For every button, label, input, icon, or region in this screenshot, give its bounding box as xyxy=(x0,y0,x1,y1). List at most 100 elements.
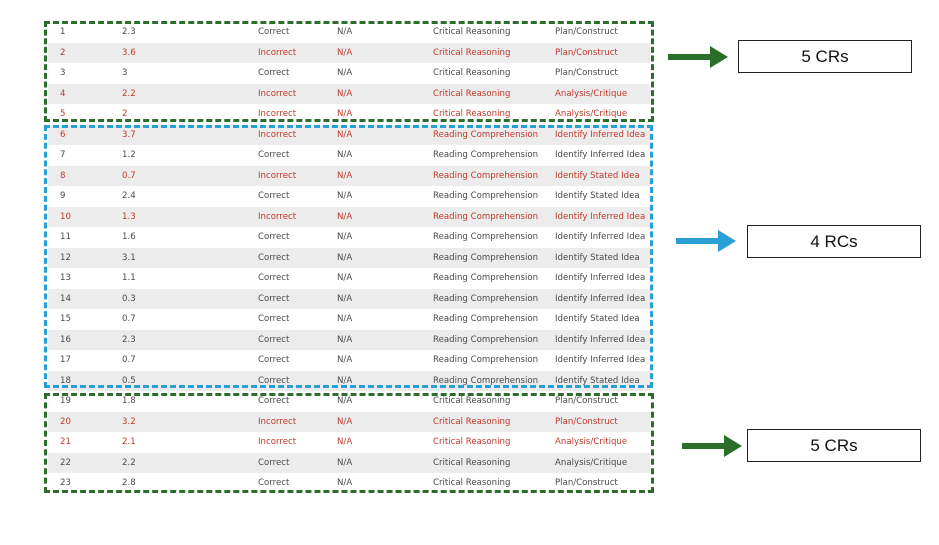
question-subtype-cell: Identify Stated Idea xyxy=(555,252,640,263)
na-cell: N/A xyxy=(337,191,353,201)
question-type-cell: Reading Comprehension xyxy=(433,334,539,345)
na-cell: N/A xyxy=(337,150,353,160)
value-cell: 2 xyxy=(122,109,128,119)
question-type-cell: Reading Comprehension xyxy=(433,150,539,160)
value-cell: 0.7 xyxy=(122,170,136,181)
question-subtype-cell: Analysis/Critique xyxy=(555,457,628,468)
value-cell: 2.2 xyxy=(122,88,136,99)
na-cell: N/A xyxy=(337,457,353,468)
question-number-cell: 11 xyxy=(60,232,71,242)
question-number-cell: 7 xyxy=(60,150,66,160)
question-type-cell: Reading Comprehension xyxy=(433,293,539,304)
value-cell: 3 xyxy=(122,68,128,78)
na-cell: N/A xyxy=(337,396,353,406)
question-number-cell: 6 xyxy=(60,129,66,140)
question-type-cell: Critical Reasoning xyxy=(433,88,511,99)
top-callout: 5 CRs xyxy=(738,40,912,73)
question-number-cell: 2 xyxy=(60,47,66,58)
question-number-cell: 17 xyxy=(60,355,71,365)
question-number-cell: 10 xyxy=(60,211,71,222)
na-cell: N/A xyxy=(337,88,353,99)
result-cell: Incorrect xyxy=(258,129,297,140)
question-type-cell: Critical Reasoning xyxy=(433,68,511,78)
result-cell: Correct xyxy=(258,314,290,324)
bottom-callout-label: 5 CRs xyxy=(810,435,858,455)
na-cell: N/A xyxy=(337,375,353,386)
result-cell: Correct xyxy=(258,375,290,386)
question-type-cell: Reading Comprehension xyxy=(433,232,539,242)
question-subtype-cell: Plan/Construct xyxy=(555,478,618,488)
question-subtype-cell: Identify Inferred Idea xyxy=(555,211,646,222)
question-number-cell: 8 xyxy=(60,170,66,181)
na-cell: N/A xyxy=(337,314,353,324)
na-cell: N/A xyxy=(337,355,353,365)
question-type-cell: Critical Reasoning xyxy=(433,457,511,468)
question-subtype-cell: Identify Stated Idea xyxy=(555,314,640,324)
result-cell: Incorrect xyxy=(258,416,297,427)
result-cell: Incorrect xyxy=(258,88,297,99)
na-cell: N/A xyxy=(337,478,353,488)
na-cell: N/A xyxy=(337,109,353,119)
na-cell: N/A xyxy=(337,170,353,181)
question-type-cell: Critical Reasoning xyxy=(433,109,511,119)
question-number-cell: 9 xyxy=(60,191,66,201)
bottom-cr-group-box xyxy=(44,393,654,493)
question-number-cell: 16 xyxy=(60,334,71,345)
result-cell: Correct xyxy=(258,334,290,345)
result-cell: Incorrect xyxy=(258,47,297,58)
question-subtype-cell: Plan/Construct xyxy=(555,47,618,58)
result-cell: Correct xyxy=(258,457,290,468)
question-type-cell: Reading Comprehension xyxy=(433,129,539,140)
value-cell: 0.7 xyxy=(122,355,136,365)
question-type-cell: Critical Reasoning xyxy=(433,27,511,37)
na-cell: N/A xyxy=(337,68,353,78)
question-subtype-cell: Identify Stated Idea xyxy=(555,375,640,386)
question-number-cell: 21 xyxy=(60,437,71,447)
question-subtype-cell: Plan/Construct xyxy=(555,396,618,406)
question-type-cell: Critical Reasoning xyxy=(433,47,511,58)
result-cell: Correct xyxy=(258,27,290,37)
question-subtype-cell: Plan/Construct xyxy=(555,416,618,427)
na-cell: N/A xyxy=(337,232,353,242)
question-subtype-cell: Analysis/Critique xyxy=(555,109,628,119)
middle-callout-label: 4 RCs xyxy=(810,231,858,251)
question-type-cell: Reading Comprehension xyxy=(433,273,539,283)
result-cell: Correct xyxy=(258,150,290,160)
result-cell: Correct xyxy=(258,252,290,263)
na-cell: N/A xyxy=(337,334,353,345)
question-subtype-cell: Plan/Construct xyxy=(555,68,618,78)
na-cell: N/A xyxy=(337,273,353,283)
value-cell: 1.2 xyxy=(122,150,136,160)
question-subtype-cell: Identify Stated Idea xyxy=(555,191,640,201)
question-number-cell: 4 xyxy=(60,88,66,99)
question-number-cell: 1 xyxy=(60,27,66,37)
top-cr-group-box xyxy=(44,21,654,122)
value-cell: 0.3 xyxy=(122,293,136,304)
question-number-cell: 13 xyxy=(60,273,71,283)
value-cell: 3.1 xyxy=(122,252,136,263)
question-type-cell: Reading Comprehension xyxy=(433,170,539,181)
question-subtype-cell: Identify Inferred Idea xyxy=(555,293,646,304)
na-cell: N/A xyxy=(337,27,353,37)
question-subtype-cell: Identify Stated Idea xyxy=(555,170,640,181)
rc-group-box xyxy=(44,125,653,388)
middle-arrow-icon xyxy=(676,230,736,252)
question-subtype-cell: Identify Inferred Idea xyxy=(555,129,646,140)
question-subtype-cell: Identify Inferred Idea xyxy=(555,355,646,365)
